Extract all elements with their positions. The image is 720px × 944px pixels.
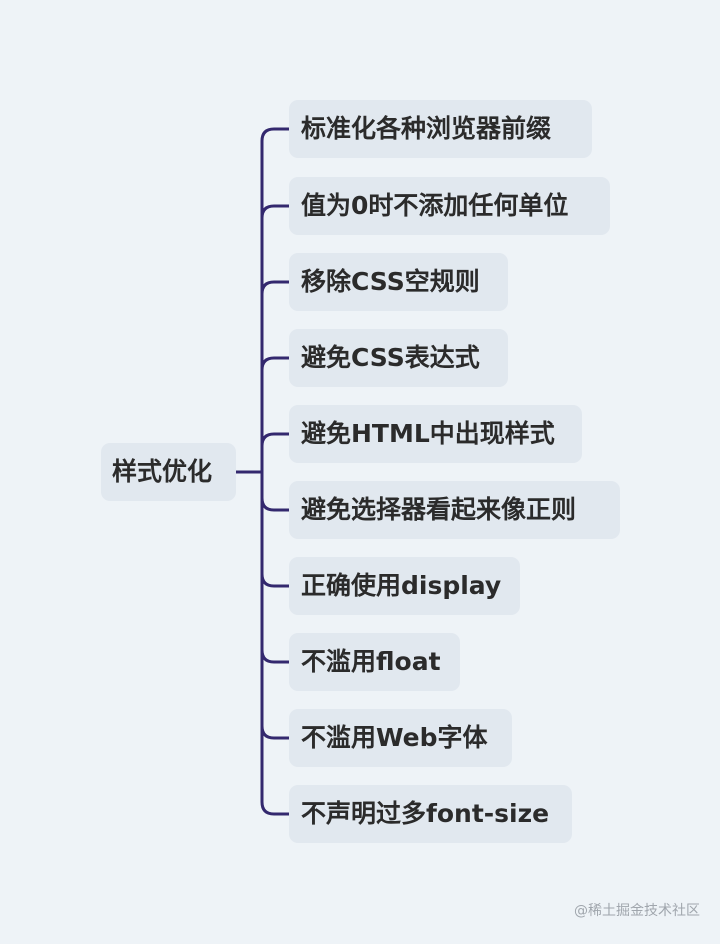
branch-node[interactable]: 移除CSS空规则 (289, 253, 508, 311)
watermark: @稀土掘金技术社区 (574, 903, 700, 919)
root-node[interactable]: 样式优化 (101, 443, 236, 501)
branch-connector (260, 470, 291, 664)
branch-node[interactable]: 不滥用Web字体 (289, 709, 512, 767)
branch-node[interactable]: 正确使用display (289, 557, 520, 615)
branch-connector (260, 432, 291, 474)
branch-connector (260, 470, 291, 588)
branch-node[interactable]: 避免HTML中出现样式 (289, 405, 582, 463)
branch-node[interactable]: 避免CSS表达式 (289, 329, 508, 387)
branch-node[interactable]: 值为0时不添加任何单位 (289, 177, 610, 235)
branch-node[interactable]: 标准化各种浏览器前缀 (289, 100, 592, 158)
branch-node[interactable]: 避免选择器看起来像正则 (289, 481, 620, 539)
branch-connector (260, 356, 291, 474)
branch-connector (260, 280, 291, 474)
branch-connector (260, 127, 291, 474)
branch-connector (260, 470, 291, 740)
branch-connector (260, 470, 291, 512)
branch-node[interactable]: 不声明过多font-size (289, 785, 572, 843)
branch-node[interactable]: 不滥用float (289, 633, 460, 691)
branch-connector (260, 470, 291, 816)
branch-connector (260, 204, 291, 474)
